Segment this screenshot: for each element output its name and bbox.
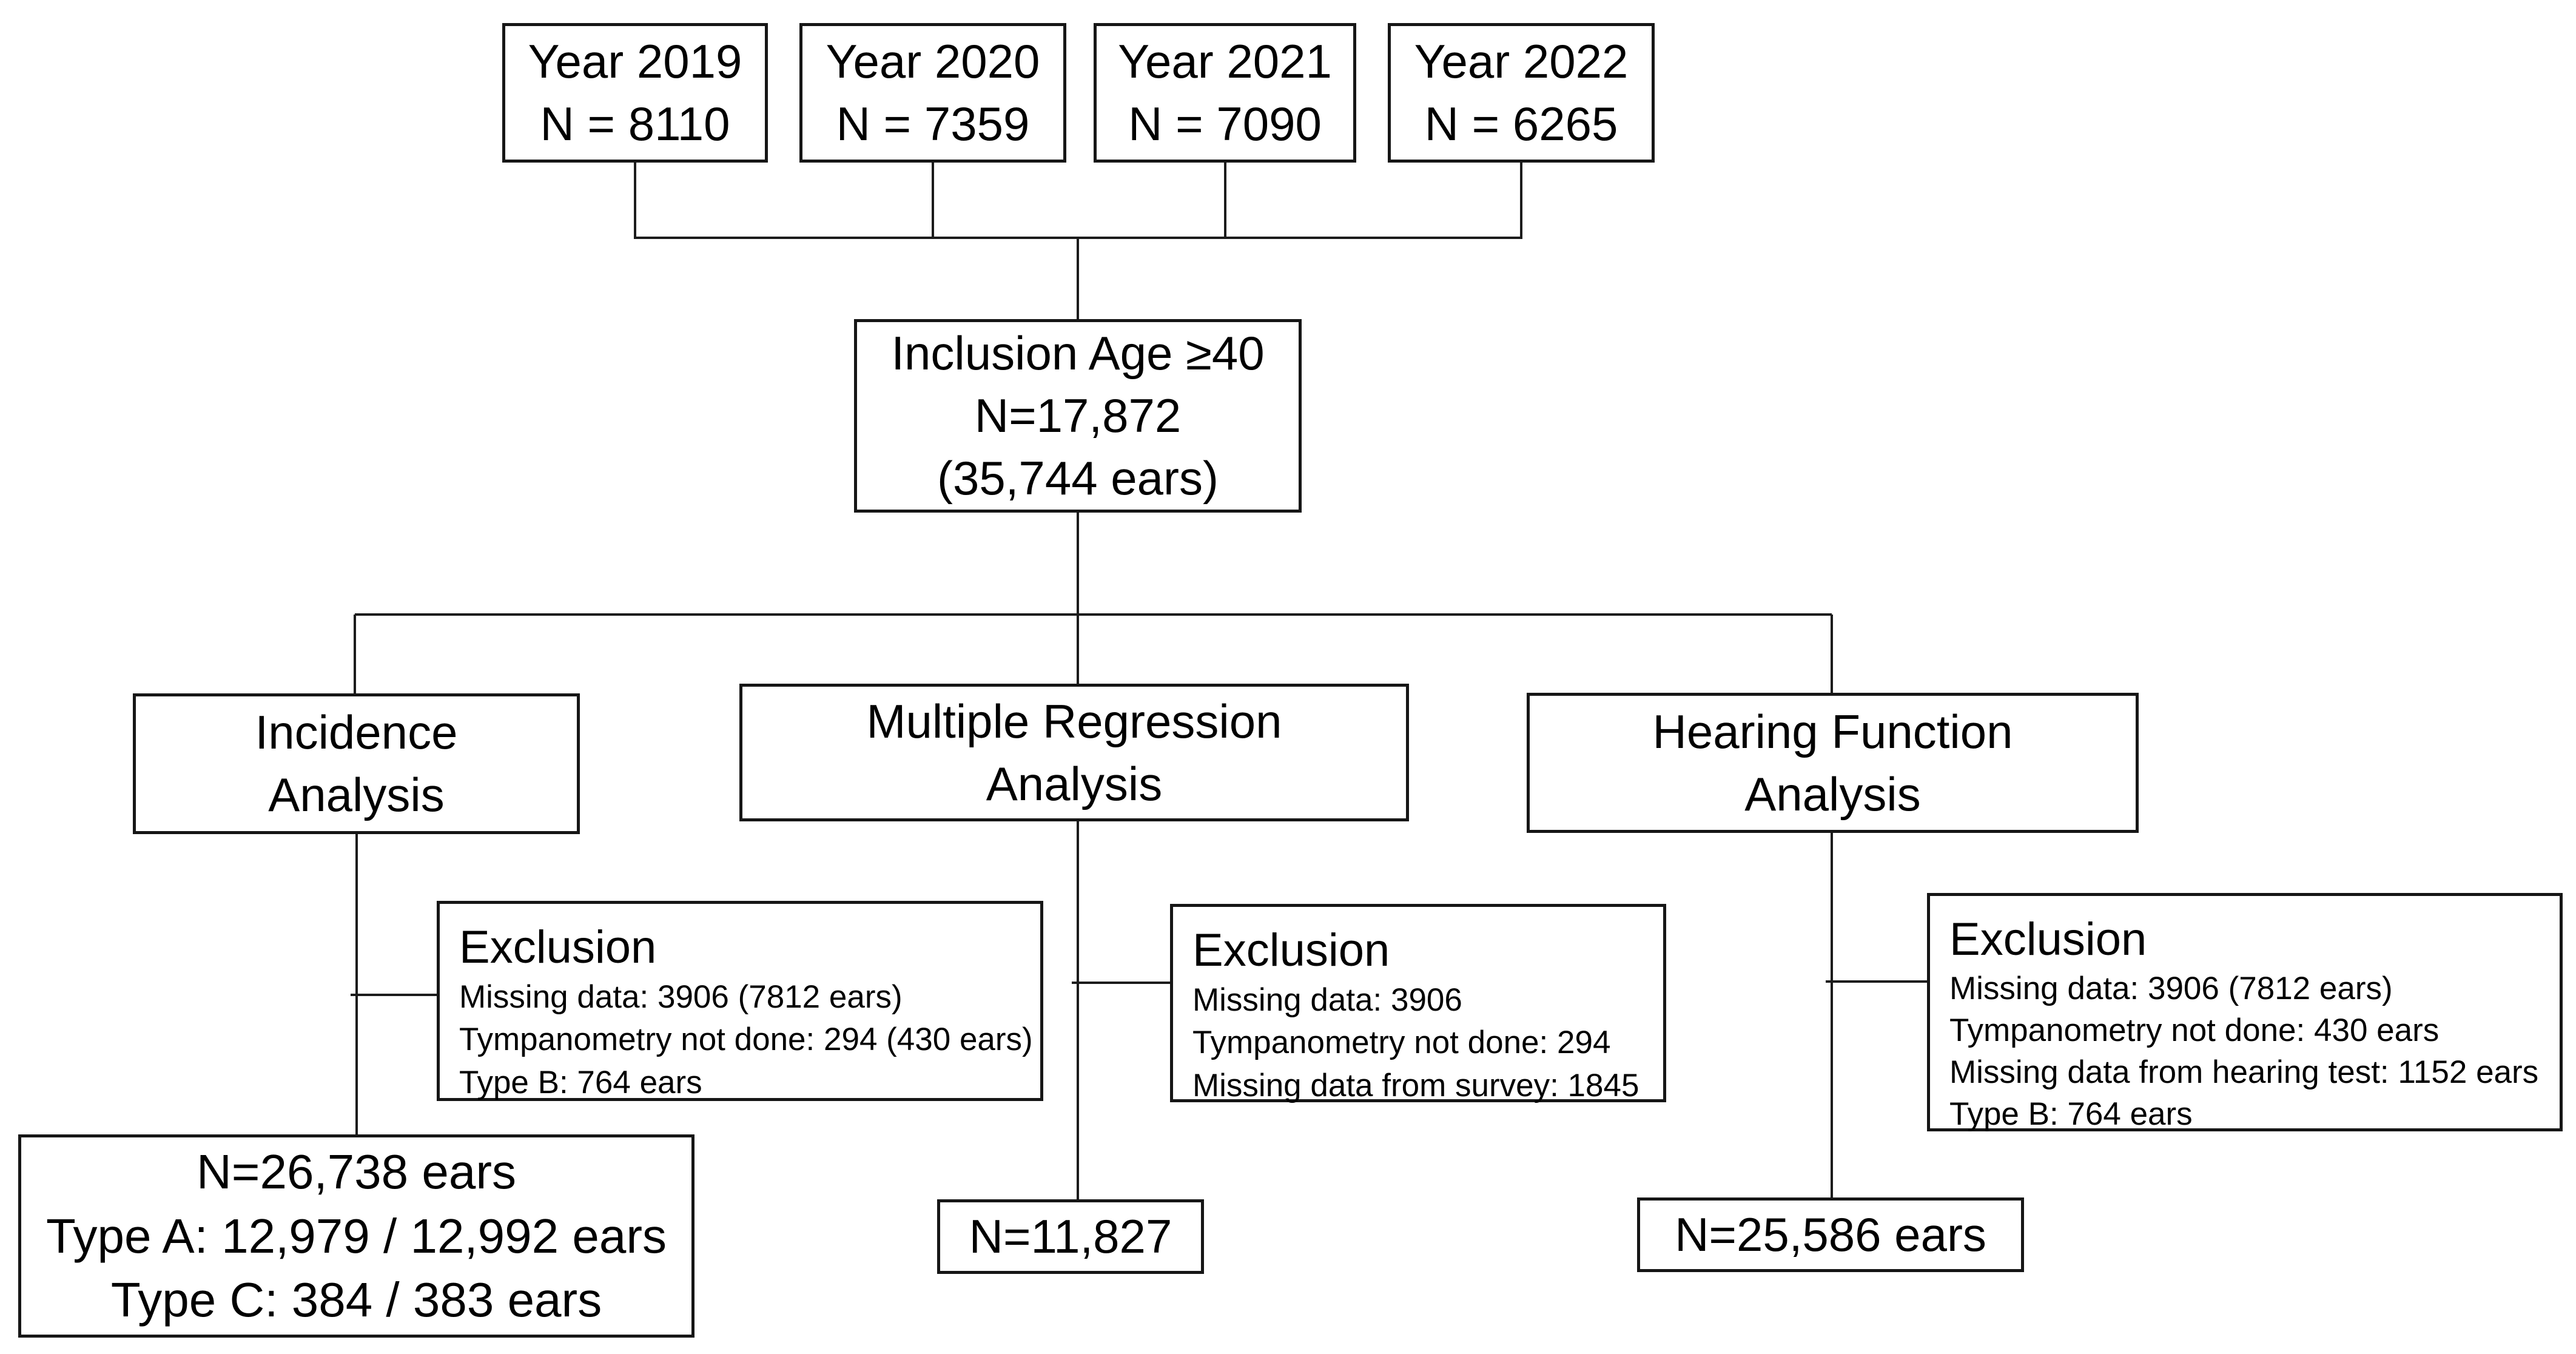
hearing-result-n: N=25,586 ears <box>1675 1208 1986 1262</box>
year-2020-label: Year 2020 <box>826 35 1040 89</box>
inclusion-ears: (35,744 ears) <box>937 451 1219 505</box>
regression-exclusion-item: Missing data from survey: 1845 <box>1192 1067 1639 1103</box>
incidence-exclusion-title: Exclusion <box>459 921 657 973</box>
hearing-exclusion-item: Type B: 764 ears <box>1949 1096 2193 1132</box>
year-2021-label: Year 2021 <box>1118 35 1332 89</box>
incidence-result-box: N=26,738 ears Type A: 12,979 / 12,992 ea… <box>18 1134 694 1338</box>
incidence-analysis-box: Incidence Analysis <box>133 693 580 834</box>
incidence-result-type-a: Type A: 12,979 / 12,992 ears <box>46 1208 667 1263</box>
hearing-result-box: N=25,586 ears <box>1637 1197 2024 1272</box>
year-2022-label: Year 2022 <box>1414 35 1629 89</box>
hearing-exclusion-box: Exclusion Missing data: 3906 (7812 ears)… <box>1927 893 2563 1132</box>
regression-exclusion-title: Exclusion <box>1192 925 1390 976</box>
year-2021-box: Year 2021 N = 7090 <box>1094 23 1356 163</box>
incidence-result-type-c: Type C: 384 / 383 ears <box>110 1273 602 1327</box>
hearing-function-title-line1: Hearing Function <box>1652 704 2013 758</box>
regression-exclusion-box: Exclusion Missing data: 3906 Tympanometr… <box>1170 904 1666 1103</box>
regression-exclusion-item: Tympanometry not done: 294 <box>1192 1025 1611 1061</box>
incidence-result-n: N=26,738 ears <box>196 1145 517 1199</box>
year-2020-box: Year 2020 N = 7359 <box>799 23 1066 163</box>
hearing-exclusion-item: Missing data: 3906 (7812 ears) <box>1949 971 2393 1006</box>
incidence-analysis-title-line2: Analysis <box>268 768 445 821</box>
regression-result-n: N=11,827 <box>969 1210 1172 1264</box>
incidence-analysis-title-line1: Incidence <box>255 706 458 760</box>
regression-exclusion-item: Missing data: 3906 <box>1192 982 1462 1018</box>
year-2019-box: Year 2019 N = 8110 <box>502 23 768 163</box>
multiple-regression-title-line1: Multiple Regression <box>866 694 1282 748</box>
year-2021-n: N = 7090 <box>1128 97 1322 150</box>
year-2022-box: Year 2022 N = 6265 <box>1388 23 1655 163</box>
hearing-exclusion-item: Missing data from hearing test: 1152 ear… <box>1949 1054 2539 1090</box>
year-2019-label: Year 2019 <box>528 35 742 89</box>
year-2020-n: N = 7359 <box>836 97 1030 150</box>
year-2022-n: N = 6265 <box>1424 97 1618 150</box>
incidence-exclusion-item: Type B: 764 ears <box>459 1064 702 1100</box>
multiple-regression-title-line2: Analysis <box>986 756 1163 810</box>
incidence-exclusion-box: Exclusion Missing data: 3906 (7812 ears)… <box>437 901 1043 1101</box>
incidence-exclusion-item: Tympanometry not done: 294 (430 ears) <box>459 1022 1033 1058</box>
multiple-regression-analysis-box: Multiple Regression Analysis <box>739 684 1409 821</box>
inclusion-box: Inclusion Age ≥40 N=17,872 (35,744 ears) <box>854 319 1302 513</box>
hearing-exclusion-title: Exclusion <box>1949 914 2147 965</box>
hearing-exclusion-item: Tympanometry not done: 430 ears <box>1949 1012 2440 1048</box>
hearing-function-title-line2: Analysis <box>1744 767 1921 821</box>
inclusion-criteria: Inclusion Age ≥40 <box>891 326 1265 380</box>
hearing-function-analysis-box: Hearing Function Analysis <box>1527 693 2139 833</box>
incidence-exclusion-item: Missing data: 3906 (7812 ears) <box>459 979 903 1015</box>
regression-result-box: N=11,827 <box>937 1199 1204 1274</box>
year-2019-n: N = 8110 <box>540 97 730 150</box>
inclusion-n: N=17,872 <box>974 389 1182 443</box>
